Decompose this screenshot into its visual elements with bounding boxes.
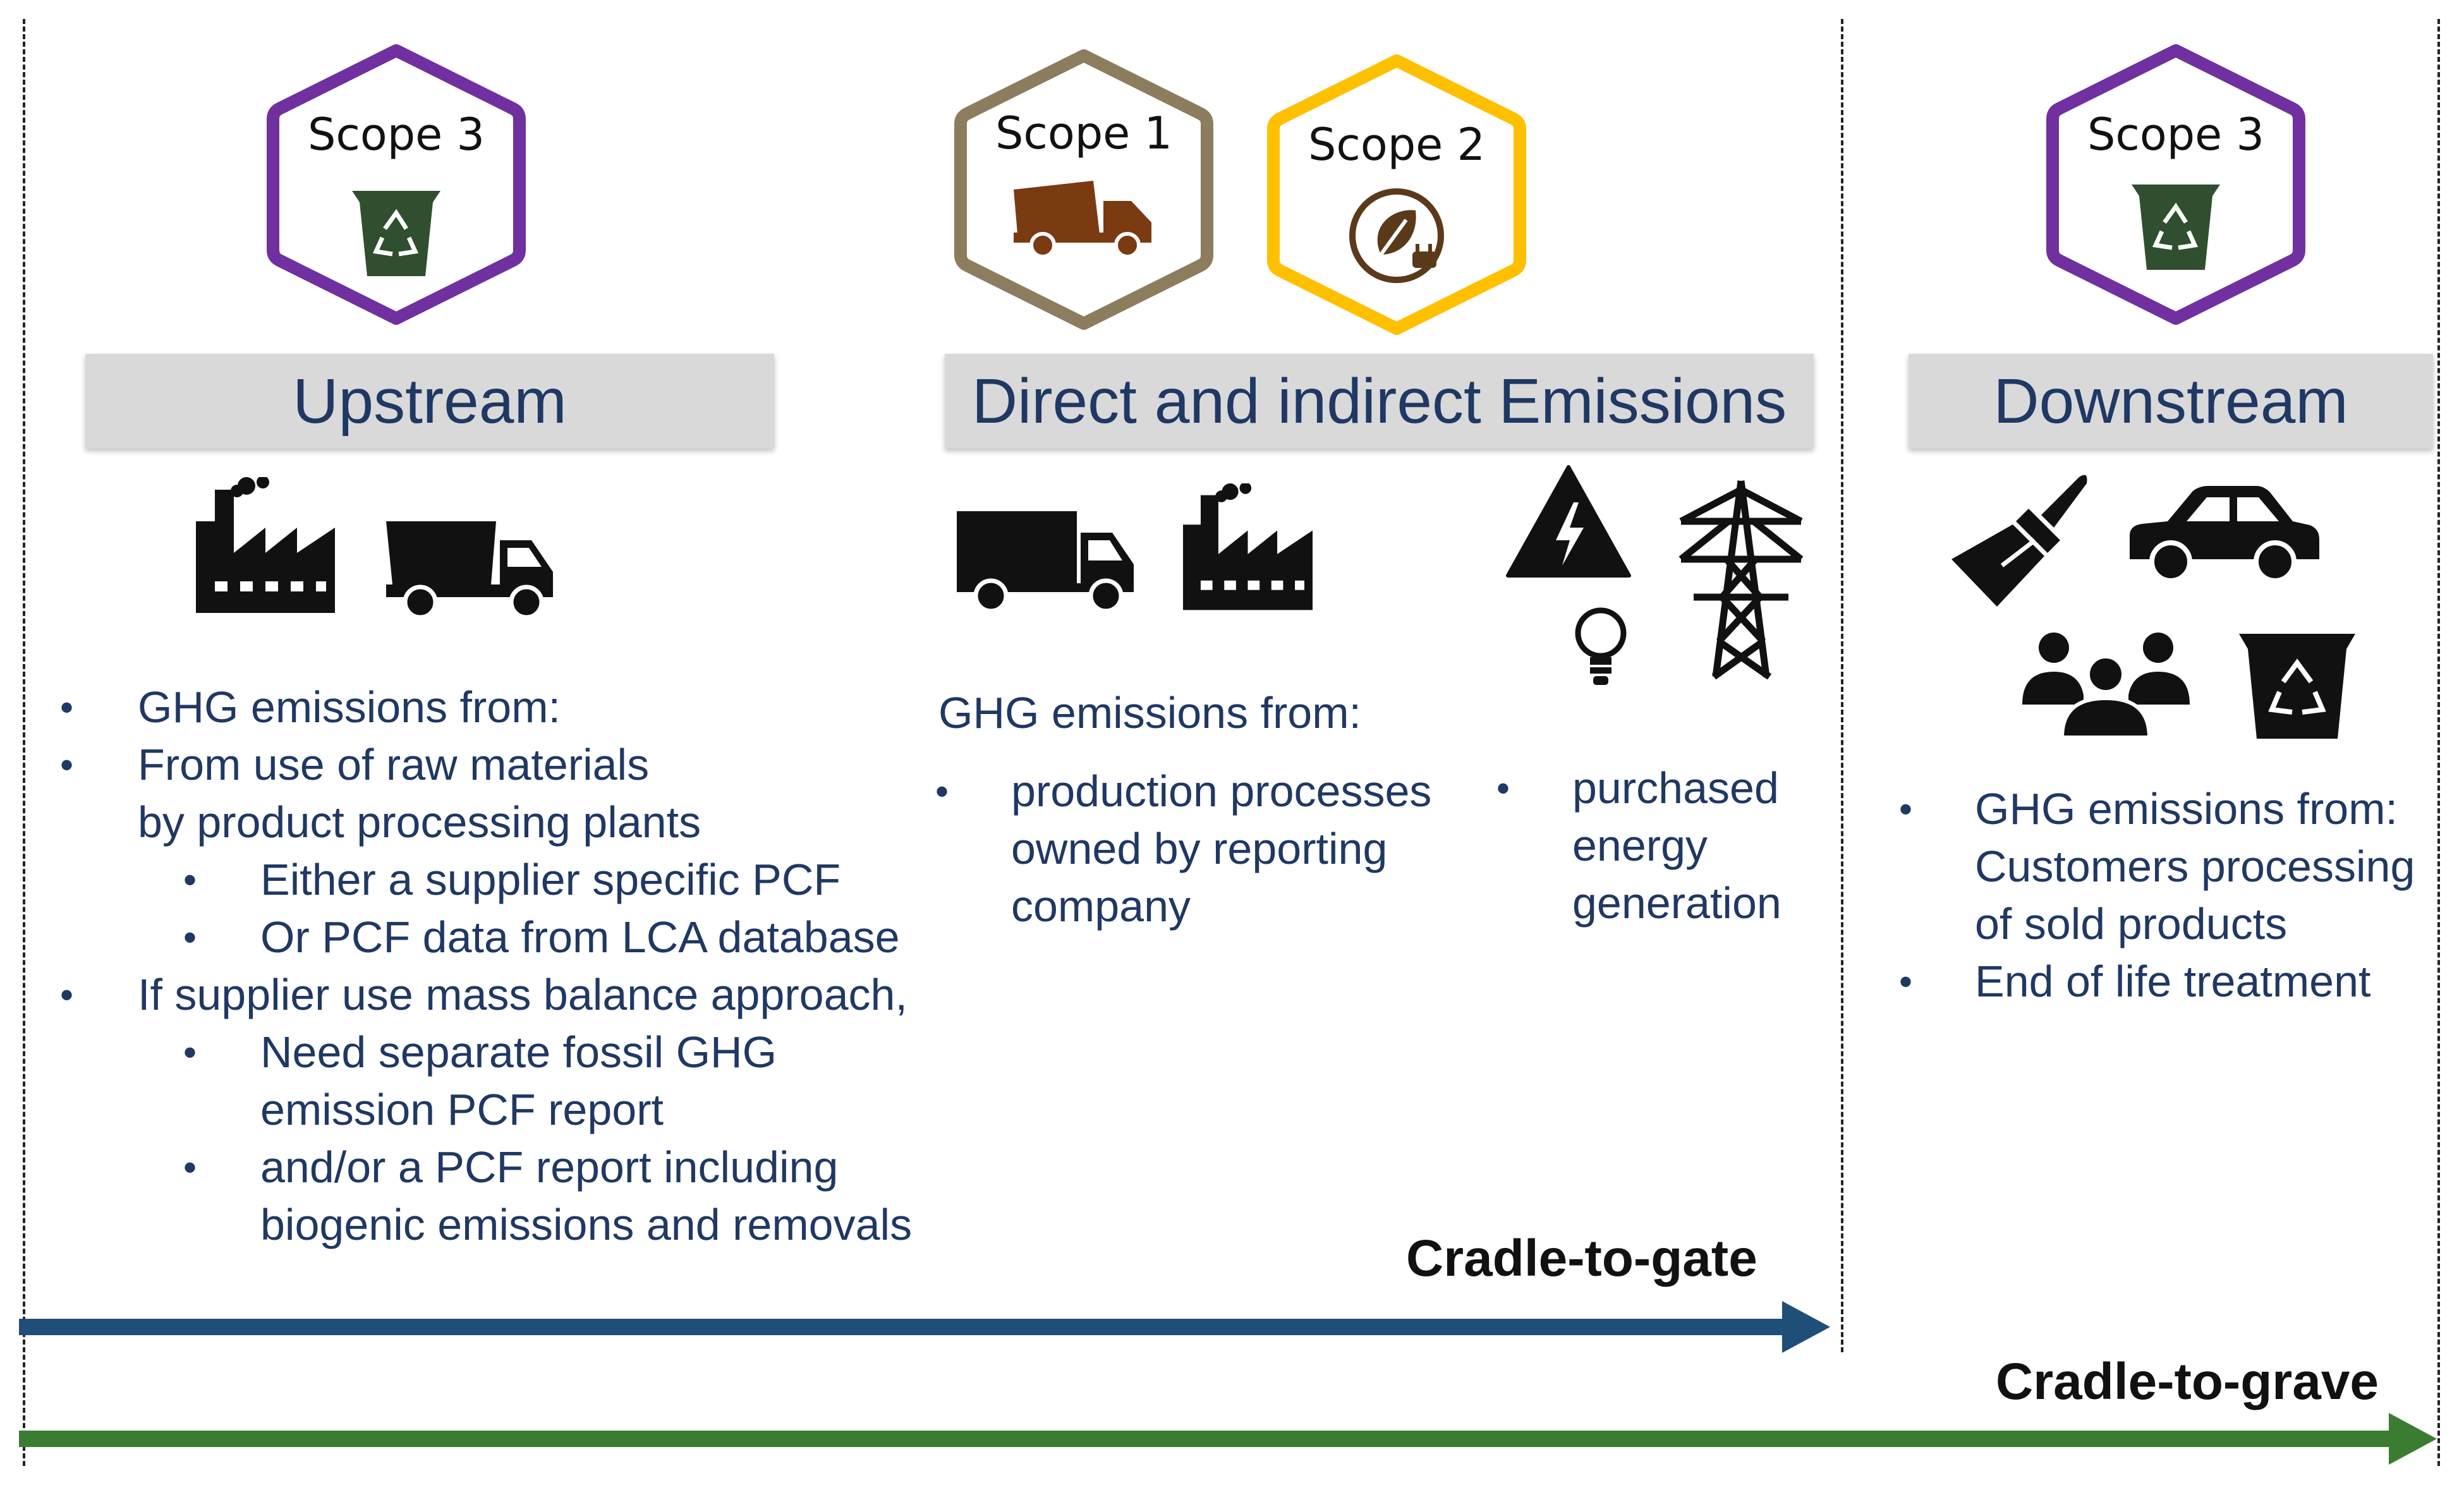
scope2-label: Scope 2 bbox=[1308, 119, 1486, 171]
scope1-label: Scope 1 bbox=[995, 107, 1173, 159]
direct-line: owned by reporting bbox=[1011, 824, 1388, 873]
downstream-banner: Downstream bbox=[1909, 354, 2433, 449]
upstream-line: From use of raw materials bbox=[138, 740, 650, 789]
bullet: • bbox=[1496, 767, 1510, 809]
direct-line: energy bbox=[1572, 821, 1708, 870]
bullet: • bbox=[183, 859, 197, 901]
recycle-bin-icon bbox=[352, 191, 440, 276]
downstream-line: End of life treatment bbox=[1975, 957, 2371, 1006]
direct-intro: GHG emissions from: bbox=[938, 688, 1361, 737]
bullet: • bbox=[1899, 960, 1913, 1003]
people-group-icon bbox=[2022, 633, 2190, 739]
downstream-line: GHG emissions from: bbox=[1975, 784, 2398, 833]
cradle-to-gate-label: Cradle-to-gate bbox=[1406, 1230, 1757, 1287]
green-energy-plug-icon bbox=[1349, 188, 1444, 283]
scope3-label: Scope 3 bbox=[2087, 109, 2265, 161]
direct-line: company bbox=[1011, 881, 1191, 931]
left-boundary-line bbox=[23, 19, 25, 1466]
upstream-line: If supplier use mass balance approach, bbox=[138, 970, 907, 1019]
truck-icon bbox=[957, 511, 1134, 613]
direct-line: production processes bbox=[1011, 766, 1432, 816]
scope3-downstream-badge: Scope 3 bbox=[2040, 39, 2312, 330]
light-bulb-icon bbox=[1575, 607, 1627, 685]
upstream-line: Either a supplier specific PCF bbox=[260, 855, 841, 904]
bullet: • bbox=[60, 744, 74, 786]
upstream-line: Or PCF data from LCA database bbox=[260, 912, 900, 962]
upstream-line: by product processing plants bbox=[138, 797, 701, 847]
right-boundary-line bbox=[2437, 19, 2440, 1466]
hexagon-frame bbox=[267, 44, 526, 325]
scope3-label: Scope 3 bbox=[307, 109, 485, 161]
upstream-banner: Upstream bbox=[85, 354, 774, 449]
recycle-bin-icon bbox=[2132, 185, 2220, 270]
bullet: • bbox=[183, 1031, 197, 1074]
paintbrush-icon bbox=[1951, 475, 2087, 607]
direct-indirect-banner: Direct and indirect Emissions bbox=[945, 354, 1814, 449]
direct-line: generation bbox=[1572, 878, 1781, 928]
downstream-line: of sold products bbox=[1975, 899, 2288, 948]
direct-line: purchased bbox=[1572, 763, 1779, 813]
scope1-badge: Scope 1 bbox=[948, 44, 1220, 335]
cradle-to-grave-arrow bbox=[19, 1413, 2437, 1465]
dump-truck-icon bbox=[386, 521, 553, 619]
downstream-line: Customers processing bbox=[1975, 842, 2415, 891]
upstream-line: GHG emissions from: bbox=[138, 682, 561, 732]
gate-boundary-line bbox=[1841, 19, 1843, 1352]
upstream-line: and/or a PCF report including bbox=[260, 1142, 839, 1192]
bullet: • bbox=[183, 1146, 197, 1189]
high-voltage-icon bbox=[1506, 465, 1631, 578]
power-tower-icon bbox=[1678, 480, 1804, 679]
hexagon-frame bbox=[1267, 54, 1526, 335]
dump-truck-icon bbox=[1014, 181, 1151, 258]
bullet: • bbox=[935, 770, 949, 813]
factory-icon bbox=[196, 477, 335, 613]
factory-icon bbox=[1183, 483, 1313, 610]
upstream-line: biogenic emissions and removals bbox=[260, 1200, 913, 1249]
upstream-line: Need separate fossil GHG bbox=[260, 1027, 777, 1077]
bullet: • bbox=[60, 686, 74, 729]
scope2-badge: Scope 2 bbox=[1261, 49, 1532, 340]
scope3-upstream-badge: Scope 3 bbox=[260, 39, 532, 330]
cradle-to-gate-arrow bbox=[19, 1301, 1830, 1353]
bullet: • bbox=[183, 916, 197, 959]
bullet: • bbox=[60, 974, 74, 1016]
recycle-bin-icon bbox=[2239, 634, 2355, 739]
cradle-to-grave-label: Cradle-to-grave bbox=[1996, 1353, 2379, 1410]
car-icon bbox=[2130, 486, 2319, 583]
upstream-line: emission PCF report bbox=[260, 1085, 664, 1134]
bullet: • bbox=[1899, 788, 1913, 830]
